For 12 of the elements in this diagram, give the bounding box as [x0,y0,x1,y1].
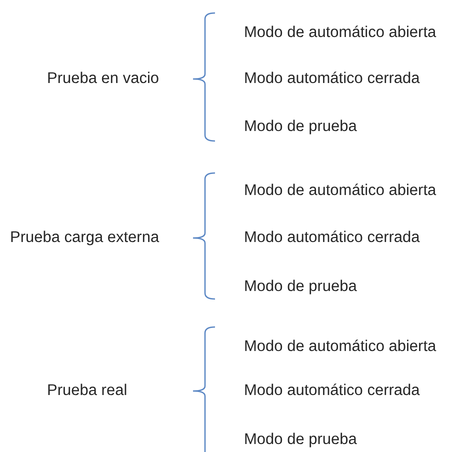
list-item: Modo automático cerrada [244,70,420,88]
list-item: Modo de automático abierta [244,24,436,42]
list-item: Modo de prueba [244,278,357,296]
list-item: Modo de automático abierta [244,338,436,356]
list-item: Modo de prueba [244,431,357,449]
group-heading: Prueba en vacio [47,70,160,88]
list-item: Modo de automático abierta [244,182,436,200]
list-item: Modo automático cerrada [244,382,420,400]
group-heading: Prueba real [47,382,128,400]
list-item: Modo de prueba [244,118,357,136]
group-heading: Prueba carga externa [10,229,160,247]
list-item: Modo automático cerrada [244,229,420,247]
